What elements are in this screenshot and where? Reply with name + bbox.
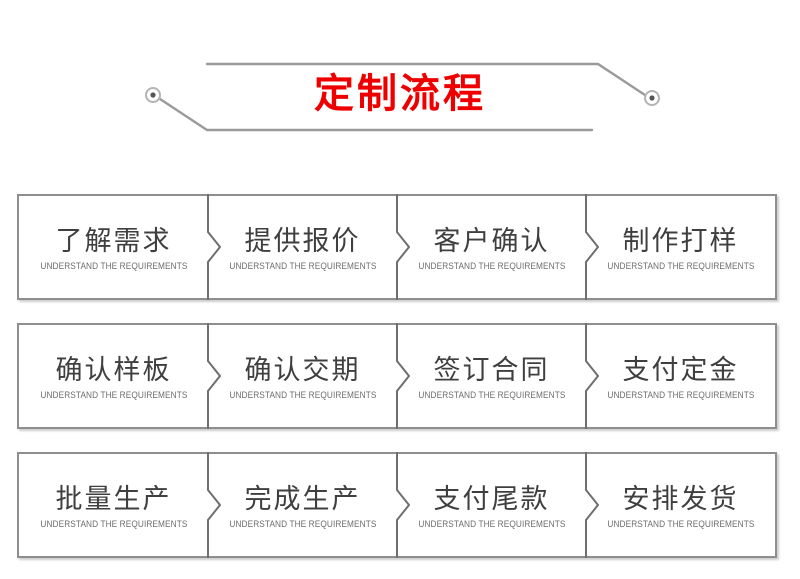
step-subtitle: UNDERSTAND THE REQUIREMENTS bbox=[417, 390, 566, 401]
process-row-1: 了解需求 UNDERSTAND THE REQUIREMENTS 提供报价 UN… bbox=[17, 194, 777, 300]
process-row-2: 确认样板 UNDERSTAND THE REQUIREMENTS 确认交期 UN… bbox=[17, 323, 777, 429]
step-title: 签订合同 bbox=[433, 354, 550, 386]
step-subtitle: UNDERSTAND THE REQUIREMENTS bbox=[417, 261, 566, 272]
process-step-1[interactable]: 了解需求 UNDERSTAND THE REQUIREMENTS bbox=[19, 196, 208, 298]
step-subtitle: UNDERSTAND THE REQUIREMENTS bbox=[228, 519, 377, 530]
step-subtitle: UNDERSTAND THE REQUIREMENTS bbox=[417, 519, 566, 530]
step-subtitle: UNDERSTAND THE REQUIREMENTS bbox=[606, 261, 755, 272]
step-title: 制作打样 bbox=[622, 225, 739, 257]
process-row-3: 批量生产 UNDERSTAND THE REQUIREMENTS 完成生产 UN… bbox=[17, 452, 777, 558]
step-title: 支付尾款 bbox=[433, 483, 550, 515]
step-title: 完成生产 bbox=[244, 483, 361, 515]
step-title: 批量生产 bbox=[55, 483, 172, 515]
banner-decoration-lines bbox=[145, 62, 660, 132]
process-steps-container: 了解需求 UNDERSTAND THE REQUIREMENTS 提供报价 UN… bbox=[17, 194, 777, 579]
step-subtitle: UNDERSTAND THE REQUIREMENTS bbox=[39, 261, 188, 272]
step-title: 确认样板 bbox=[55, 354, 172, 386]
process-step-7[interactable]: 签订合同 UNDERSTAND THE REQUIREMENTS bbox=[397, 325, 586, 427]
page-title: 定制流程 bbox=[314, 71, 486, 117]
step-subtitle: UNDERSTAND THE REQUIREMENTS bbox=[606, 390, 755, 401]
circle-dot-icon-left bbox=[145, 87, 161, 103]
step-subtitle: UNDERSTAND THE REQUIREMENTS bbox=[228, 390, 377, 401]
process-step-6[interactable]: 确认交期 UNDERSTAND THE REQUIREMENTS bbox=[208, 325, 397, 427]
process-step-12[interactable]: 安排发货 UNDERSTAND THE REQUIREMENTS bbox=[586, 454, 775, 556]
step-title: 确认交期 bbox=[244, 354, 361, 386]
step-title: 安排发货 bbox=[622, 483, 739, 515]
banner-header: 定制流程 bbox=[0, 40, 800, 150]
step-title: 了解需求 bbox=[55, 225, 172, 257]
step-subtitle: UNDERSTAND THE REQUIREMENTS bbox=[39, 519, 188, 530]
step-title: 支付定金 bbox=[622, 354, 739, 386]
step-title: 客户确认 bbox=[433, 225, 550, 257]
process-step-11[interactable]: 支付尾款 UNDERSTAND THE REQUIREMENTS bbox=[397, 454, 586, 556]
process-step-9[interactable]: 批量生产 UNDERSTAND THE REQUIREMENTS bbox=[19, 454, 208, 556]
step-subtitle: UNDERSTAND THE REQUIREMENTS bbox=[228, 261, 377, 272]
process-step-3[interactable]: 客户确认 UNDERSTAND THE REQUIREMENTS bbox=[397, 196, 586, 298]
banner-line-top bbox=[205, 62, 650, 99]
step-title: 提供报价 bbox=[244, 225, 361, 257]
process-step-4[interactable]: 制作打样 UNDERSTAND THE REQUIREMENTS bbox=[586, 196, 775, 298]
step-subtitle: UNDERSTAND THE REQUIREMENTS bbox=[39, 390, 188, 401]
step-subtitle: UNDERSTAND THE REQUIREMENTS bbox=[606, 519, 755, 530]
circle-dot-icon-right bbox=[644, 90, 660, 106]
process-step-10[interactable]: 完成生产 UNDERSTAND THE REQUIREMENTS bbox=[208, 454, 397, 556]
process-step-5[interactable]: 确认样板 UNDERSTAND THE REQUIREMENTS bbox=[19, 325, 208, 427]
process-step-2[interactable]: 提供报价 UNDERSTAND THE REQUIREMENTS bbox=[208, 196, 397, 298]
process-step-8[interactable]: 支付定金 UNDERSTAND THE REQUIREMENTS bbox=[586, 325, 775, 427]
banner-line-bottom bbox=[155, 95, 594, 132]
